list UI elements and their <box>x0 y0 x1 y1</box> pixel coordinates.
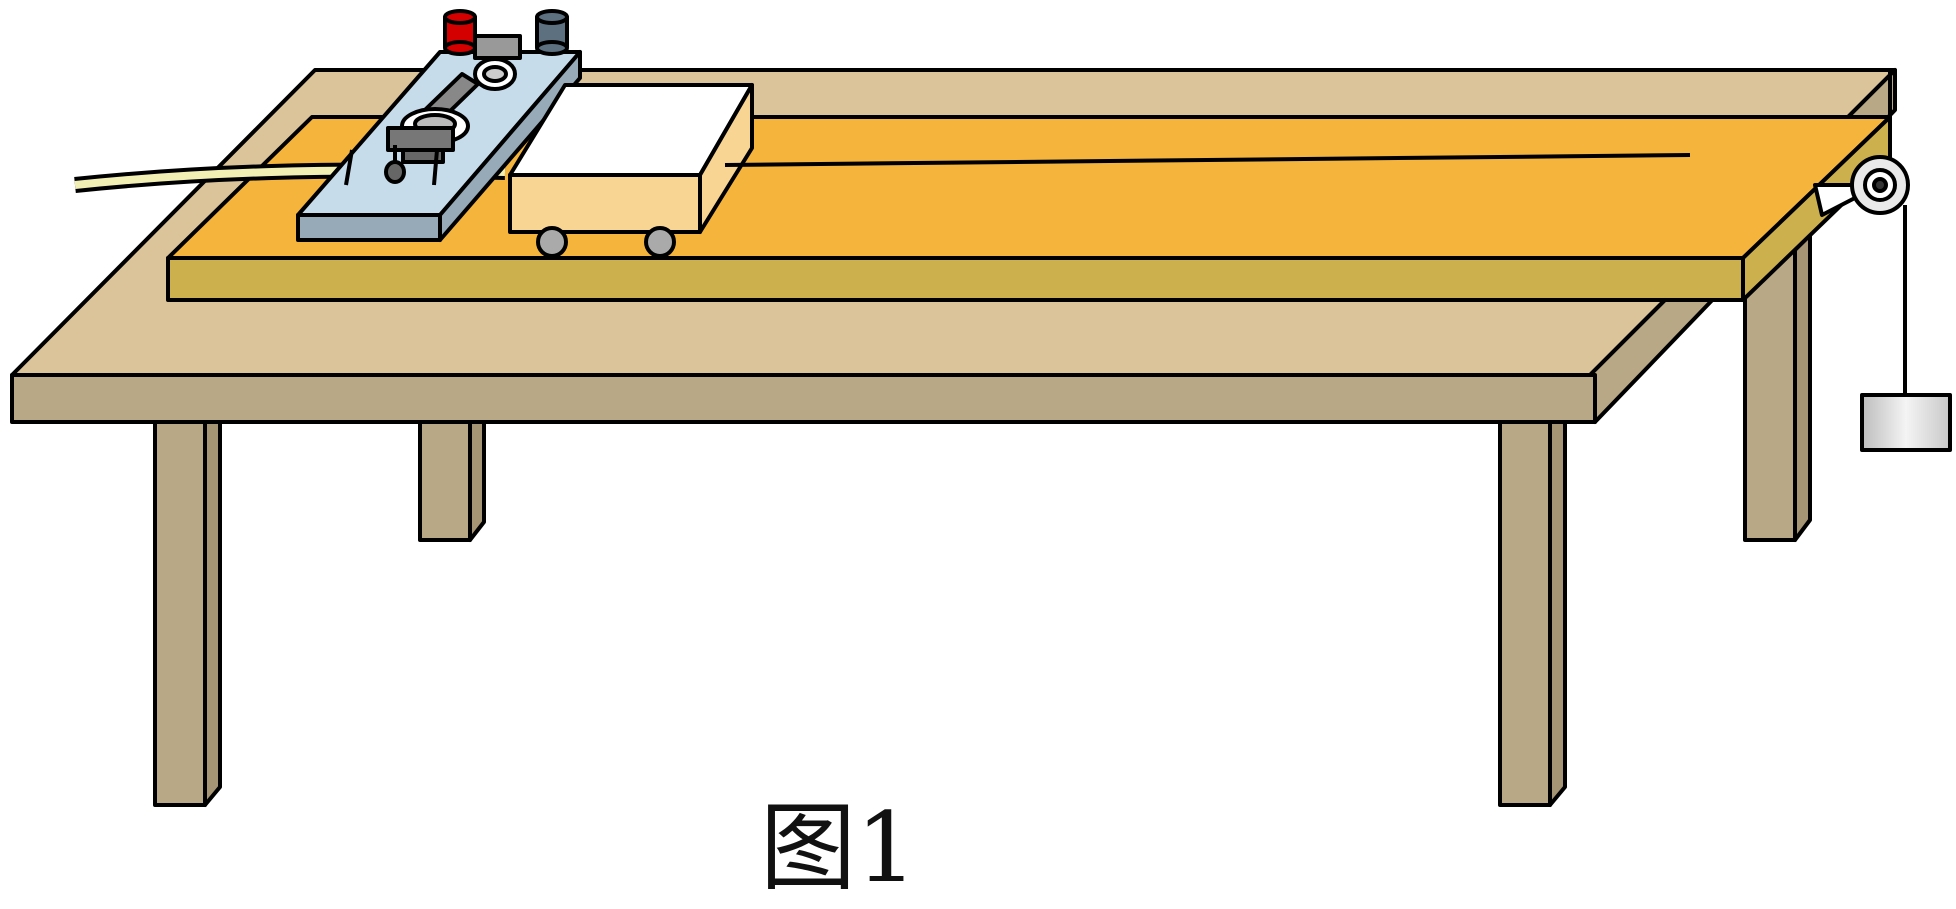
table-leg-front-left <box>153 420 222 807</box>
cart-front <box>508 173 702 234</box>
table-leg-front-right <box>1498 420 1567 807</box>
cart-wheel-right <box>644 226 676 258</box>
spark-timer <box>296 9 582 242</box>
table-front <box>10 373 1597 424</box>
figure-caption: 图1 <box>760 792 918 904</box>
terminal-gray <box>535 9 569 56</box>
board-front <box>166 256 1745 302</box>
hanging-weight <box>1860 393 1952 452</box>
table-leg-back-left <box>418 403 486 542</box>
pulley <box>1813 155 1910 217</box>
cart-wheel-left <box>536 226 568 258</box>
string <box>724 153 1907 395</box>
table-leg-back-right <box>1743 233 1812 542</box>
cart <box>508 83 754 258</box>
terminal-red <box>443 9 477 56</box>
